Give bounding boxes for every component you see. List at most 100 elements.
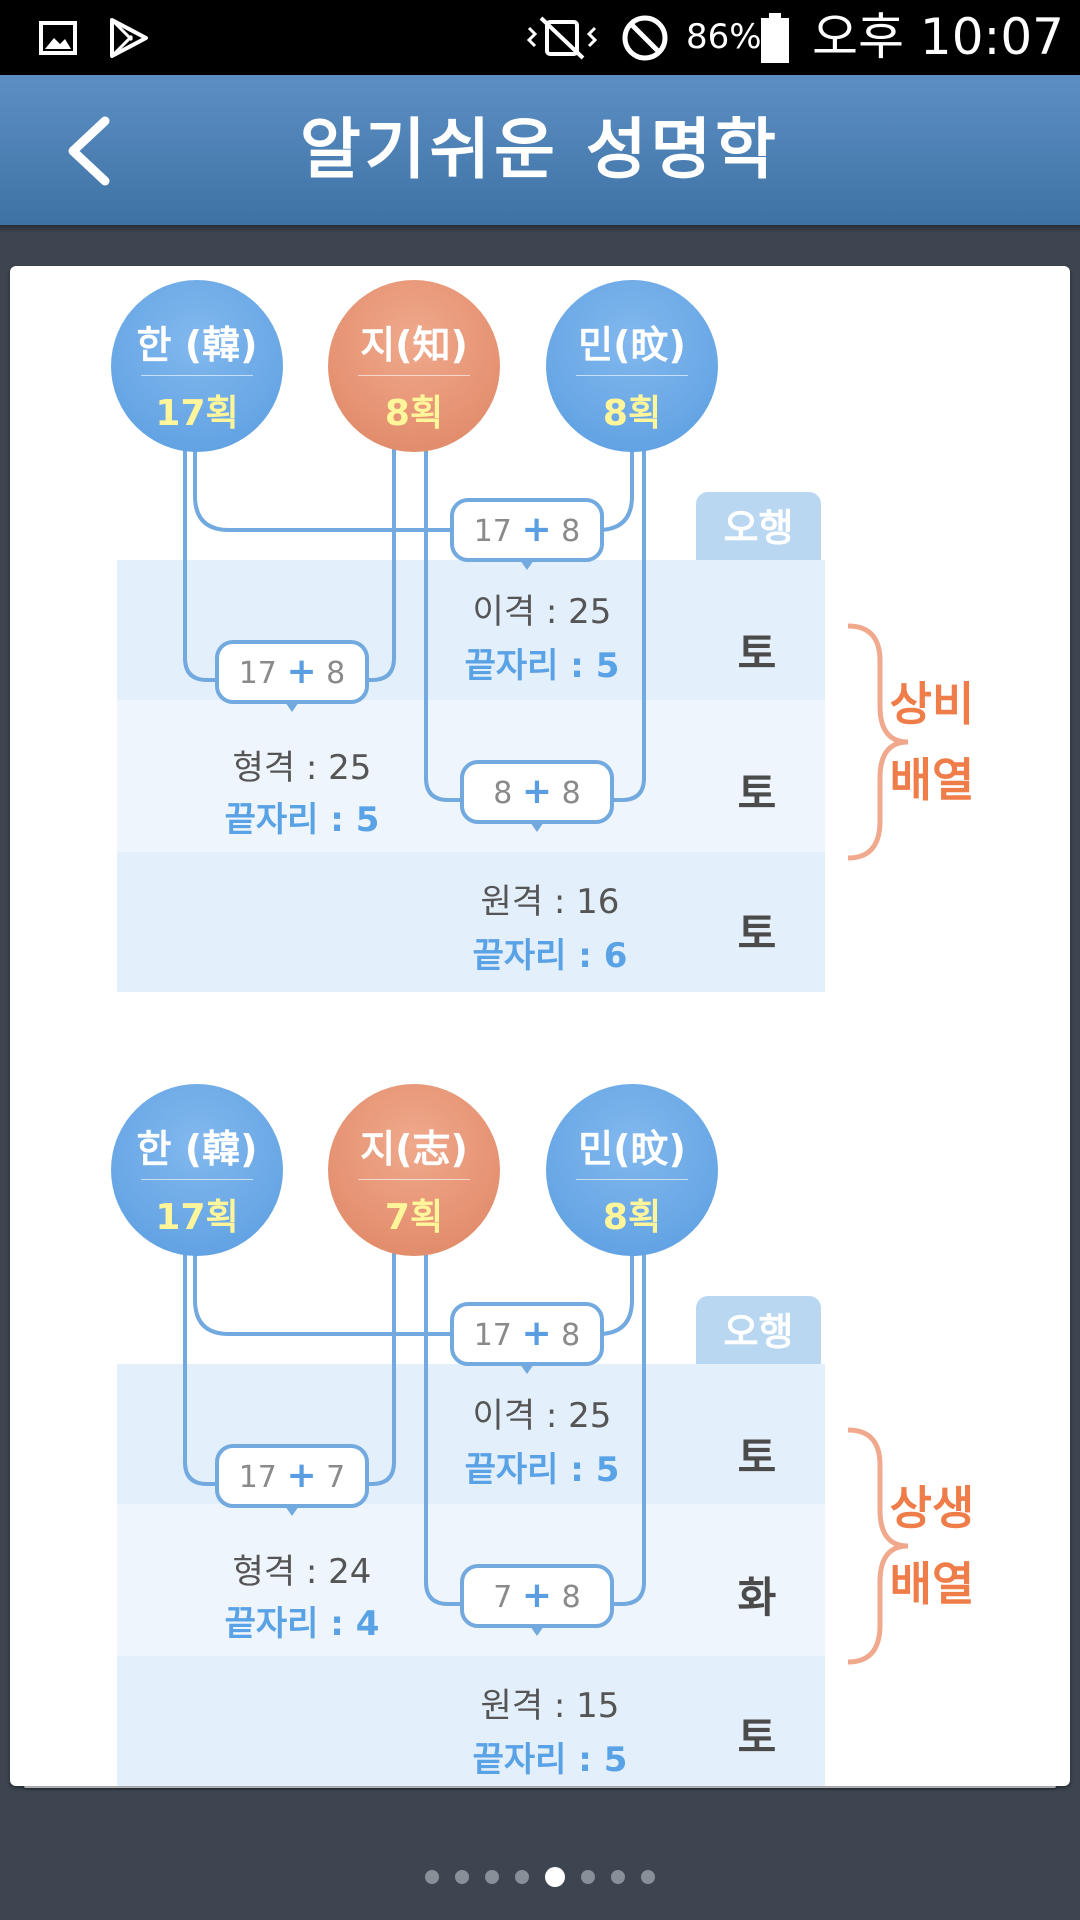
stroke-count: 17획 bbox=[155, 393, 239, 434]
wongyeok-last-digit: 끝자리 : 6 bbox=[472, 936, 628, 976]
element-2: 화 bbox=[737, 1573, 777, 1622]
name-analysis-card[interactable]: 한 (韓) 17획 지(知) 8획 민(旼) 8획 오행 17 + 8 이격 :… bbox=[10, 266, 1070, 1786]
char-circle-1[interactable]: 한 (韓) 17획 bbox=[111, 280, 283, 452]
sum-b: 7 bbox=[326, 1460, 346, 1495]
page-indicator bbox=[0, 1866, 1080, 1888]
page-dot[interactable] bbox=[515, 1870, 529, 1884]
page-dot[interactable] bbox=[611, 1870, 625, 1884]
char-name: 지(知) bbox=[360, 323, 468, 367]
plus-icon: + bbox=[521, 509, 552, 550]
sum-bubble-hyeonggyeok: 17 + 7 bbox=[215, 1444, 369, 1516]
battery-percent: 86% bbox=[686, 17, 762, 57]
plus-icon: + bbox=[286, 651, 317, 692]
page-dot[interactable] bbox=[641, 1870, 655, 1884]
wongyeok-value: 원격 : 15 bbox=[480, 1686, 620, 1726]
sum-a: 17 bbox=[473, 514, 512, 549]
sum-bubble-igyeok: 17 + 8 bbox=[450, 498, 604, 570]
divider bbox=[358, 375, 470, 376]
analysis-panel-1: 한 (韓) 17획 지(知) 8획 민(旼) 8획 오행 17 + 8 이격 :… bbox=[10, 266, 1070, 1006]
header-shadow bbox=[0, 225, 1080, 233]
row-bg bbox=[117, 852, 825, 992]
igyeok-last-digit: 끝자리 : 5 bbox=[464, 1450, 620, 1490]
sum-a: 17 bbox=[238, 656, 277, 691]
page-dot-active[interactable] bbox=[545, 1867, 565, 1887]
stroke-count: 8획 bbox=[602, 1197, 662, 1238]
battery-icon bbox=[760, 0, 790, 75]
igyeok-last-digit: 끝자리 : 5 bbox=[464, 646, 620, 686]
sum-b: 8 bbox=[561, 514, 581, 549]
stroke-count: 7획 bbox=[384, 1197, 444, 1238]
char-circle-2[interactable]: 지(志) 7획 bbox=[328, 1084, 500, 1256]
app-header: 알기쉬운 성명학 bbox=[0, 75, 1080, 225]
element-2: 토 bbox=[737, 769, 777, 818]
hyeonggyeok-value: 형격 : 24 bbox=[232, 1552, 372, 1592]
divider bbox=[576, 1179, 688, 1180]
ohang-label: 오행 bbox=[696, 1296, 821, 1364]
page-dot[interactable] bbox=[455, 1870, 469, 1884]
sum-b: 8 bbox=[561, 1580, 581, 1615]
char-circle-1[interactable]: 한 (韓) 17획 bbox=[111, 1084, 283, 1256]
vibrate-off-icon bbox=[525, 0, 599, 75]
ohang-label: 오행 bbox=[696, 492, 821, 560]
sum-bubble-igyeok: 17 + 8 bbox=[450, 1302, 604, 1374]
sum-a: 7 bbox=[493, 1580, 513, 1615]
char-name: 지(志) bbox=[360, 1127, 468, 1171]
hyeonggyeok-value: 형격 : 25 bbox=[232, 748, 372, 788]
char-name: 민(旼) bbox=[578, 323, 686, 367]
gallery-icon bbox=[38, 0, 78, 75]
page-title: 알기쉬운 성명학 bbox=[299, 111, 781, 188]
page-dot[interactable] bbox=[425, 1870, 439, 1884]
char-circle-3[interactable]: 민(旼) 8획 bbox=[546, 280, 718, 452]
page-dot[interactable] bbox=[485, 1870, 499, 1884]
arrangement-label: 상생 배열 bbox=[872, 1470, 992, 1622]
plus-icon: + bbox=[286, 1455, 317, 1496]
hyeonggyeok-last-digit: 끝자리 : 4 bbox=[224, 1604, 380, 1644]
divider bbox=[576, 375, 688, 376]
hyeonggyeok-last-digit: 끝자리 : 5 bbox=[224, 800, 380, 840]
chevron-left-icon bbox=[68, 116, 110, 186]
char-name: 민(旼) bbox=[578, 1127, 686, 1171]
row-bg bbox=[117, 1656, 825, 1786]
arrangement-line-1: 상비 bbox=[889, 677, 975, 731]
plus-icon: + bbox=[521, 1313, 552, 1354]
status-bar: 86% 오후 10:07 bbox=[0, 0, 1080, 75]
no-sim-icon bbox=[620, 0, 670, 75]
stroke-count: 8획 bbox=[384, 393, 444, 434]
char-circle-2[interactable]: 지(知) 8획 bbox=[328, 280, 500, 452]
stroke-count: 17획 bbox=[155, 1197, 239, 1238]
connector-lines bbox=[183, 416, 909, 861]
divider bbox=[358, 1179, 470, 1180]
sum-bubble-wongyeok: 8 + 8 bbox=[460, 760, 614, 832]
sum-b: 8 bbox=[561, 1318, 581, 1353]
clock: 오후 10:07 bbox=[812, 8, 1064, 66]
divider bbox=[141, 1179, 253, 1180]
sum-bubble-hyeonggyeok: 17 + 8 bbox=[215, 640, 369, 712]
element-3: 토 bbox=[737, 909, 777, 958]
wongyeok-last-digit: 끝자리 : 5 bbox=[472, 1740, 628, 1780]
igyeok-value: 이격 : 25 bbox=[472, 1396, 612, 1436]
char-circle-3[interactable]: 민(旼) 8획 bbox=[546, 1084, 718, 1256]
sum-bubble-wongyeok: 7 + 8 bbox=[460, 1564, 614, 1636]
sum-a: 17 bbox=[473, 1318, 512, 1353]
igyeok-value: 이격 : 25 bbox=[472, 592, 612, 632]
arrangement-line-2: 배열 bbox=[889, 753, 975, 807]
sum-b: 8 bbox=[326, 656, 346, 691]
sum-a: 8 bbox=[493, 776, 513, 811]
element-3: 토 bbox=[737, 1713, 777, 1762]
wongyeok-value: 원격 : 16 bbox=[480, 882, 620, 922]
divider bbox=[141, 375, 253, 376]
sum-a: 17 bbox=[238, 1460, 277, 1495]
char-name: 한 (韓) bbox=[136, 323, 258, 367]
connector-lines bbox=[183, 1220, 909, 1665]
element-1: 토 bbox=[737, 629, 777, 678]
plus-icon: + bbox=[521, 771, 553, 812]
arrangement-line-1: 상생 bbox=[889, 1481, 975, 1535]
arrangement-line-2: 배열 bbox=[889, 1557, 975, 1611]
page-dot[interactable] bbox=[581, 1870, 595, 1884]
element-1: 토 bbox=[737, 1433, 777, 1482]
play-store-icon bbox=[106, 0, 150, 75]
back-button[interactable] bbox=[55, 111, 135, 191]
char-name: 한 (韓) bbox=[136, 1127, 258, 1171]
arrangement-label: 상비 배열 bbox=[872, 666, 992, 818]
stroke-count: 8획 bbox=[602, 393, 662, 434]
